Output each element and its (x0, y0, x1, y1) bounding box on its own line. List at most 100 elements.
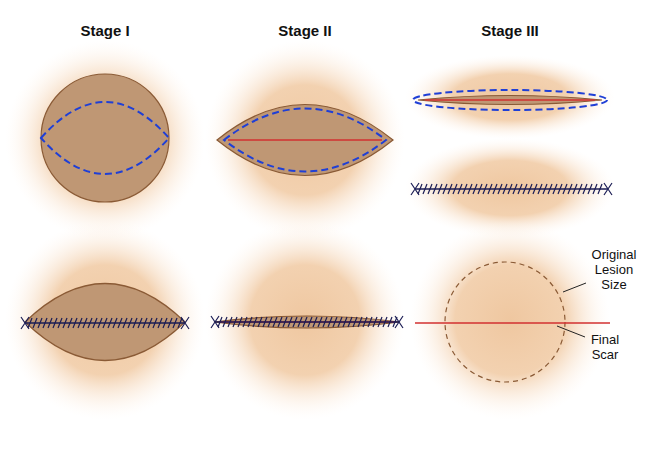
suture-stitch (563, 184, 567, 194)
suture-stitch (488, 184, 492, 194)
suture-stitch (88, 318, 92, 328)
suture-stitch (28, 318, 32, 328)
suture-stitch (388, 317, 392, 327)
suture-stitch (458, 184, 462, 194)
suture-stitch (468, 184, 472, 194)
suture-stitch (278, 317, 282, 327)
suture-knot (395, 316, 403, 328)
suture-stitch (223, 317, 227, 327)
suture-stitch (523, 184, 527, 194)
suture-stitch (378, 317, 382, 327)
suture-stitch (38, 318, 42, 328)
suture-stitch (503, 184, 507, 194)
suture-stitch (438, 184, 442, 194)
suture-stitch (428, 184, 432, 194)
suture-stitch (288, 317, 292, 327)
lesion (217, 105, 393, 176)
suture-stitch (338, 317, 342, 327)
suture-stitch (313, 317, 317, 327)
suture-stitch (68, 318, 72, 328)
suture-stitch (148, 318, 152, 328)
suture-stitch (373, 317, 377, 327)
suture-stitch (533, 184, 537, 194)
suture-stitch (173, 318, 177, 328)
suture-stitch (128, 318, 132, 328)
suture-stitch (593, 184, 597, 194)
suture-stitch (98, 318, 102, 328)
suture-stitch (453, 184, 457, 194)
suture-stitch (498, 184, 502, 194)
suture-stitch (58, 318, 62, 328)
suture-stitch (553, 184, 557, 194)
suture-stitch (53, 318, 57, 328)
suture-stitch (578, 184, 582, 194)
suture-stitch (598, 184, 602, 194)
suture-stitch (558, 184, 562, 194)
suture-stitch (473, 184, 477, 194)
suture-knot (604, 183, 612, 195)
suture-stitch (123, 318, 127, 328)
suture-stitch (63, 318, 67, 328)
suture-stitch (353, 317, 357, 327)
suture-knot (181, 317, 189, 329)
suture-line (415, 188, 608, 190)
suture-stitch (323, 317, 327, 327)
suture-stitch (83, 318, 87, 328)
suture-stitch (343, 317, 347, 327)
suture-stitch (243, 317, 247, 327)
suture-stitch (568, 184, 572, 194)
suture-stitch (348, 317, 352, 327)
skin-area (405, 55, 615, 139)
stage-heading: Stage I (45, 22, 165, 39)
suture-stitch (113, 318, 117, 328)
suture-stitch (253, 317, 257, 327)
suture-stitch (143, 318, 147, 328)
suture-stitch (238, 317, 242, 327)
suture-stitch (108, 318, 112, 328)
suture-stitch (118, 318, 122, 328)
suture-stitch (543, 184, 547, 194)
suture-stitch (363, 317, 367, 327)
planned-excision (224, 109, 386, 172)
skin-area (205, 40, 405, 240)
suture-stitch (463, 184, 467, 194)
suture-stitch (33, 318, 37, 328)
suture-stitch (93, 318, 97, 328)
suture-stitch (328, 317, 332, 327)
lesion (25, 284, 185, 361)
suture-stitch (518, 184, 522, 194)
suture-stitch (443, 184, 447, 194)
suture-knot (21, 317, 29, 329)
suture-stitch (153, 318, 157, 328)
leader-line (557, 326, 585, 337)
suture-stitch (268, 317, 272, 327)
suture-stitch (263, 317, 267, 327)
planned-excision (413, 90, 607, 110)
suture-stitch (43, 318, 47, 328)
suture-stitch (448, 184, 452, 194)
suture-stitch (233, 317, 237, 327)
suture-stitch (583, 184, 587, 194)
suture-stitch (508, 184, 512, 194)
suture-stitch (228, 317, 232, 327)
lesion (41, 74, 169, 202)
suture-stitch (333, 317, 337, 327)
suture-stitch (528, 184, 532, 194)
skin-area (5, 40, 205, 240)
suture-stitch (358, 317, 362, 327)
suture-stitch (218, 317, 222, 327)
suture-stitch (493, 184, 497, 194)
original-lesion-outline (445, 262, 565, 382)
scar-line (425, 99, 595, 101)
planned-excision (41, 102, 169, 174)
suture-stitch (248, 317, 252, 327)
suture-stitch (318, 317, 322, 327)
suture-stitch (273, 317, 277, 327)
suture-stitch (103, 318, 107, 328)
suture-stitch (548, 184, 552, 194)
skin-area (5, 220, 205, 420)
skin-area (205, 220, 405, 420)
suture-stitch (513, 184, 517, 194)
